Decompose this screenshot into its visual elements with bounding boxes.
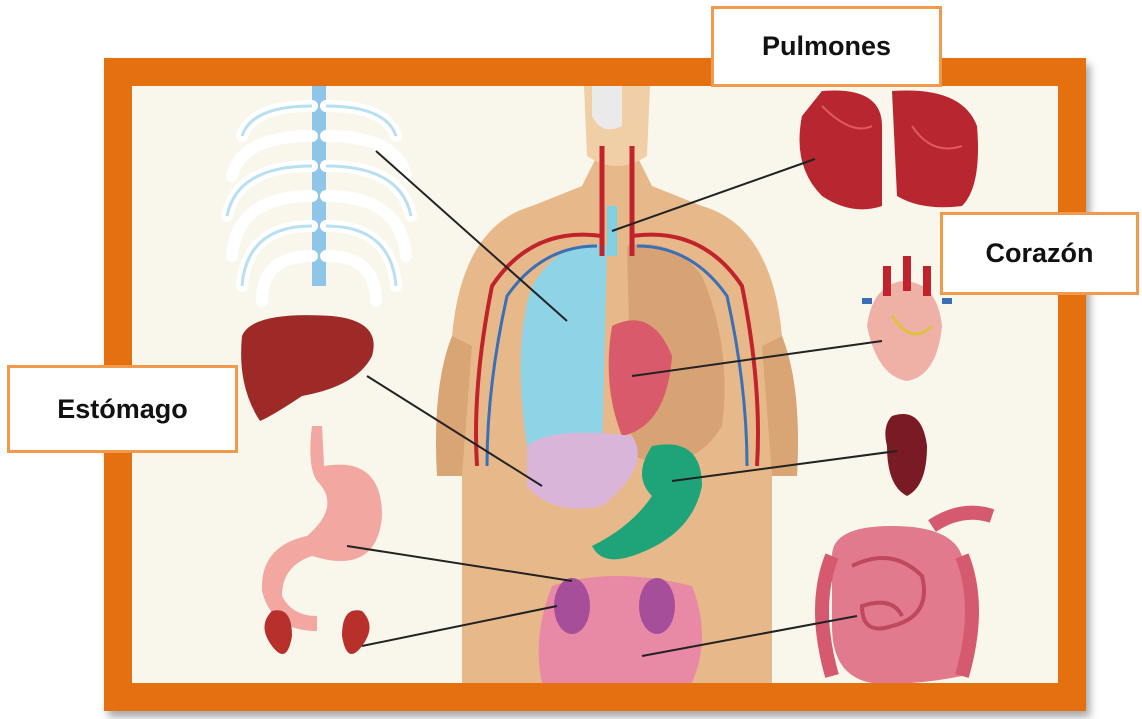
lungs-icon <box>800 90 979 209</box>
label-pulmones-text: Pulmones <box>762 31 891 62</box>
label-pulmones: Pulmones <box>711 6 942 87</box>
label-estomago-text: Estómago <box>57 394 188 425</box>
label-estomago: Estómago <box>7 365 238 453</box>
rib-cage-icon <box>227 86 411 301</box>
label-corazon-text: Corazón <box>986 238 1094 269</box>
spleen-icon <box>885 414 927 496</box>
label-corazon: Corazón <box>940 212 1139 295</box>
heart-icon <box>862 256 952 381</box>
human-torso-icon <box>436 86 798 683</box>
stomach-icon <box>262 426 382 631</box>
anatomy-panel <box>132 86 1058 683</box>
orange-frame <box>104 58 1086 711</box>
anatomy-illustration <box>132 86 1058 683</box>
intestines-icon <box>822 513 992 683</box>
liver-icon <box>241 315 374 421</box>
